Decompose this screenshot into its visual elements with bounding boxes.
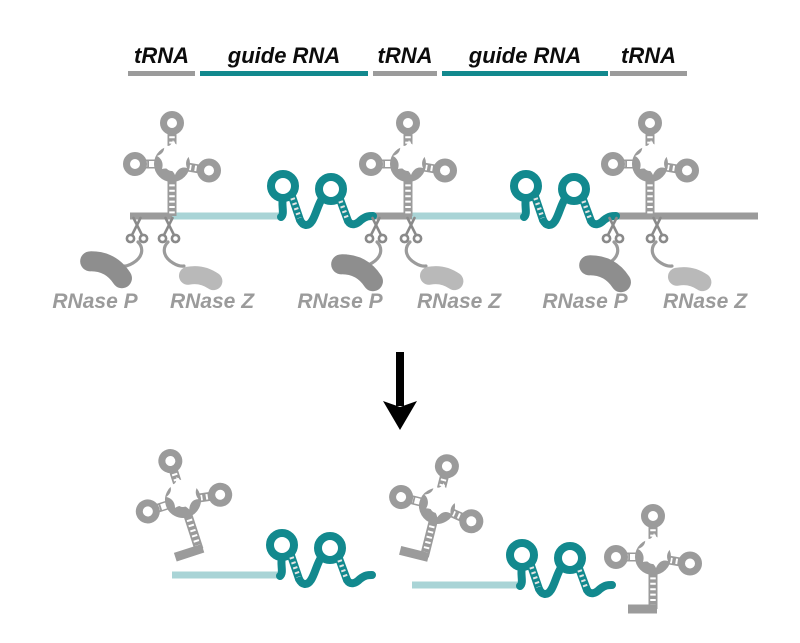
- trna-underline: [610, 71, 687, 76]
- rnase-p-label: RNase P: [297, 290, 383, 313]
- trna-label-text: tRNA: [621, 43, 676, 68]
- rnase-z-shape: [188, 273, 214, 281]
- trna-icon: [605, 115, 696, 217]
- rnase-z-shape: [677, 274, 703, 282]
- enzymes: [90, 257, 703, 282]
- trna-underline: [128, 71, 195, 76]
- rnase-p-label: RNase P: [52, 290, 138, 313]
- rnase-p-label: RNase P: [542, 290, 628, 313]
- trna-label-text: tRNA: [134, 43, 189, 68]
- guide-rna-icon: [514, 174, 616, 225]
- scissors-icon: [364, 216, 388, 244]
- trna-icon: [608, 508, 699, 610]
- scissors-icon: [157, 216, 181, 244]
- trna-icon: [124, 439, 242, 564]
- down-arrow-icon: [383, 352, 417, 430]
- label-trna-2: tRNA: [373, 44, 437, 76]
- trna-label-text: tRNA: [377, 43, 433, 68]
- trna-icon: [380, 447, 493, 567]
- label-guide-rna-2: guide RNA: [442, 44, 608, 76]
- rnase-z-label: RNase Z: [169, 290, 255, 313]
- label-guide-rna-1: guide RNA: [200, 44, 368, 76]
- rnase-z-label: RNase Z: [662, 290, 748, 313]
- trna-icon: [363, 115, 454, 217]
- rnase-z-label: RNase Z: [416, 290, 502, 313]
- guide-rna-icon: [271, 174, 373, 225]
- label-trna-3: tRNA: [610, 44, 687, 76]
- rnase-p-shape: [589, 261, 623, 282]
- trna-icon: [127, 115, 218, 217]
- guide-rna-label-text: guide RNA: [227, 43, 341, 68]
- scissors-icon: [399, 216, 423, 244]
- label-trna-1: tRNA: [128, 44, 195, 76]
- guide-rna-underline: [442, 71, 608, 76]
- trna-underline: [373, 71, 437, 76]
- guide-rna-underline: [200, 71, 368, 76]
- scissors-icon: [125, 216, 149, 244]
- pre-trna-transcript: [127, 115, 758, 226]
- guide-rna-icon: [270, 533, 372, 584]
- guide-rna-icon: [510, 543, 612, 594]
- guide-rna-label-text: guide RNA: [468, 43, 582, 68]
- processed-products: [124, 439, 698, 609]
- rnase-z-shape: [429, 273, 455, 281]
- rnase-p-shape: [90, 257, 124, 278]
- scissors-icon: [645, 216, 669, 244]
